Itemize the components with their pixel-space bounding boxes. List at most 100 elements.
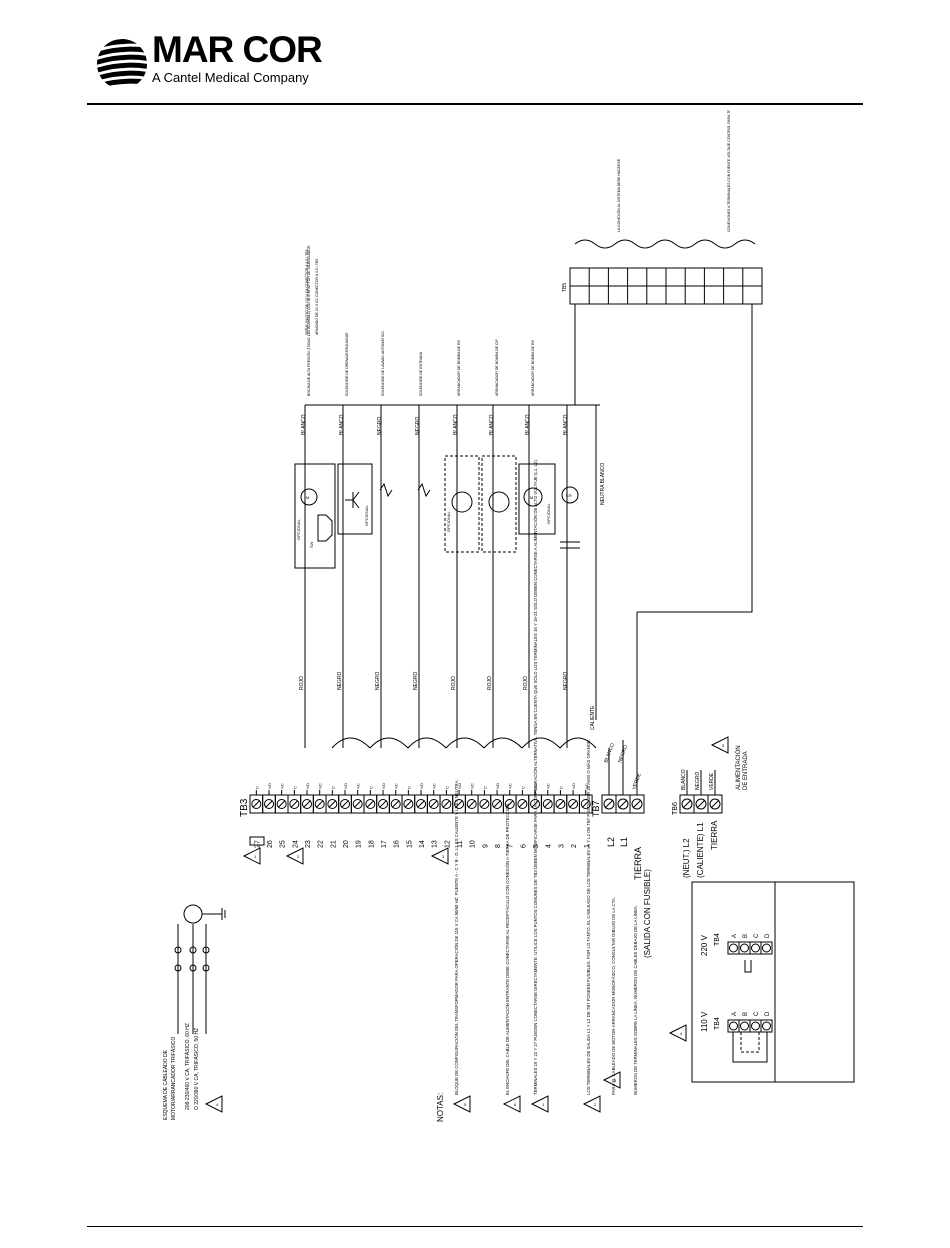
tb7-terminal-l2: L2 bbox=[606, 837, 616, 847]
wire-label-negro-4: NEGRO bbox=[563, 672, 569, 690]
tb3-terminal bbox=[249, 790, 264, 814]
tb7-label: TB7 bbox=[591, 800, 601, 817]
tb3-terminal-number: 21 bbox=[330, 840, 337, 848]
revision-triangle-icon: 5 bbox=[452, 1095, 471, 1113]
tb6-wire-verde: VERDE bbox=[709, 772, 715, 790]
tb3-terminal bbox=[300, 790, 314, 814]
tb4-terminal: D bbox=[760, 1011, 773, 1033]
wire-label-caliente: CALIENTE bbox=[590, 705, 596, 730]
wire-label-blanco-1: BLANCO bbox=[301, 414, 307, 435]
tb6-terminal-caliente: (CALIENTE) L1 bbox=[696, 822, 705, 878]
three-phase-line-2: O 220/380 V CA, TRIFÁSICO, 50 HZ bbox=[193, 1028, 200, 1110]
device-motor-2: M bbox=[530, 495, 533, 500]
tb3-terminal-number: 20 bbox=[343, 840, 350, 848]
tb3-terminal-contact: C bbox=[520, 786, 525, 789]
svg-text:1: 1 bbox=[254, 854, 257, 859]
tb3-terminal-number: 15 bbox=[406, 840, 413, 848]
wire-label-rojo-3: ROJO bbox=[487, 676, 493, 690]
transformer-tb4-left: TB4 bbox=[714, 1017, 721, 1030]
brand-name: MAR COR bbox=[152, 29, 323, 70]
tb3-terminal-contact: NO bbox=[381, 783, 386, 789]
tb6-terminal-block bbox=[679, 770, 723, 814]
note-text: PARA EL CABLEADO DE MOTOR-ARRANCADOR MON… bbox=[611, 897, 616, 1095]
tb3-terminal-number: 12 bbox=[444, 840, 451, 848]
tb6-label: TB6 bbox=[672, 802, 679, 815]
tb3-terminal bbox=[566, 790, 580, 814]
tb3-terminal-number: 24 bbox=[292, 840, 299, 848]
tb5-terminal-block bbox=[569, 267, 763, 305]
tb3-terminal bbox=[338, 790, 352, 814]
wire-label-neutral: NEUTRA BLANCO bbox=[600, 463, 606, 505]
three-phase-title-1: ESQUEMA DE CABLEADO DE bbox=[163, 1049, 169, 1120]
tb4-terminal: C bbox=[749, 933, 762, 955]
tb3-terminal bbox=[540, 790, 555, 814]
tb3-terminal-contact: NO bbox=[343, 783, 348, 789]
svg-text:4: 4 bbox=[680, 1031, 683, 1036]
tb3-terminal-contact: C bbox=[444, 786, 449, 789]
tb3-terminal bbox=[262, 790, 276, 814]
tb3-terminal-number: 10 bbox=[470, 840, 477, 848]
tb7-wire-blanco: BLANCO bbox=[603, 742, 616, 763]
tb3-terminal bbox=[439, 790, 454, 814]
svg-text:D: D bbox=[765, 933, 771, 938]
tb3-terminal-number: 25 bbox=[280, 840, 287, 848]
transformer-220v: 220 V bbox=[700, 934, 709, 956]
wire-label-negro-6: NEGRO bbox=[415, 417, 421, 435]
tb4-terminal: C bbox=[749, 1011, 762, 1033]
svg-text:4: 4 bbox=[216, 1102, 219, 1107]
tb3-terminal-contact: C bbox=[482, 786, 487, 789]
tb5-note: SEÑAL PILOTO DE 115 V CA CONECTOR A 4-5 … bbox=[304, 249, 309, 335]
wire-label-negro-2: NEGRO bbox=[375, 672, 381, 690]
tb5-note: APAGADO DE 24 V CC CONECTOR A 4-5 / TB5 bbox=[315, 259, 319, 335]
tb3-terminal-number: 2 bbox=[571, 844, 578, 848]
revision-triangle-icon: 4 bbox=[668, 1024, 687, 1042]
tb3-terminal bbox=[477, 790, 492, 814]
revision-triangle-icon: 4 bbox=[204, 1095, 223, 1113]
tb3-terminal-contact: NC bbox=[318, 783, 323, 789]
tb5-note: CONEXIONES A TERMINALES CON FUENTE VOLTA… bbox=[726, 110, 731, 232]
svg-text:3: 3 bbox=[442, 854, 445, 859]
svg-text:3: 3 bbox=[614, 1078, 617, 1083]
wire-label-rojo-1: ROJO bbox=[299, 676, 305, 690]
svg-text:1: 1 bbox=[542, 1102, 545, 1107]
tb3-terminal bbox=[312, 790, 327, 814]
brand-tagline: A Cantel Medical Company bbox=[152, 70, 309, 85]
svg-text:2: 2 bbox=[297, 854, 300, 859]
transformer-tb4-right: TB4 bbox=[714, 933, 721, 946]
header-divider bbox=[87, 103, 863, 105]
tb7-terminal-tierra: TIERRA bbox=[633, 847, 643, 880]
tb3-terminal bbox=[464, 790, 479, 814]
tb3-terminal-contact: NC bbox=[280, 783, 285, 789]
tb4-terminal: B bbox=[738, 1012, 751, 1033]
tb3-terminal-number: 26 bbox=[267, 840, 274, 848]
wire-label-blanco-4: BLANCO bbox=[489, 414, 495, 435]
revision-triangle-icon: 2 bbox=[285, 847, 304, 865]
tb6-caption-2: DE ENTRADA bbox=[743, 751, 749, 790]
tb3-terminal bbox=[287, 790, 302, 814]
three-phase-title-2: MOTOR/ARRANCADOR TRIFÁSICO bbox=[170, 1036, 177, 1120]
tb3-terminal-contact: C bbox=[254, 786, 259, 789]
svg-text:C: C bbox=[754, 1011, 760, 1016]
tb3-terminal bbox=[490, 790, 504, 814]
tb5-label: TB5 bbox=[562, 283, 568, 292]
tb3-terminal-contact: NC bbox=[432, 783, 437, 789]
tb3-terminal bbox=[578, 790, 593, 814]
wire-label-blanco-6: BLANCO bbox=[563, 414, 569, 435]
tb3-terminal bbox=[553, 790, 568, 814]
tb3-terminal-number: 8 bbox=[495, 844, 502, 848]
tb3-terminal-number: 14 bbox=[419, 840, 426, 848]
footer-divider bbox=[87, 1226, 863, 1227]
tb3-terminal-contact: NO bbox=[419, 783, 424, 789]
tb3-terminal bbox=[274, 790, 289, 814]
svg-text:A: A bbox=[732, 1012, 738, 1016]
svg-text:B: B bbox=[743, 934, 749, 938]
svg-text:A: A bbox=[732, 934, 738, 938]
tb3-terminal-contact: NO bbox=[305, 783, 310, 789]
tb3-terminal-contact: C bbox=[558, 786, 563, 789]
tb3-terminal-contact: C bbox=[292, 786, 297, 789]
tb3-terminal-contact: NC bbox=[394, 783, 399, 789]
tb3-label: TB3 bbox=[239, 798, 250, 817]
tb6-wire-negro: NEGRO bbox=[695, 772, 701, 790]
device-note: ARRANCADOR DE BOMBA DE RO bbox=[457, 340, 461, 396]
svg-text:5: 5 bbox=[722, 743, 725, 748]
